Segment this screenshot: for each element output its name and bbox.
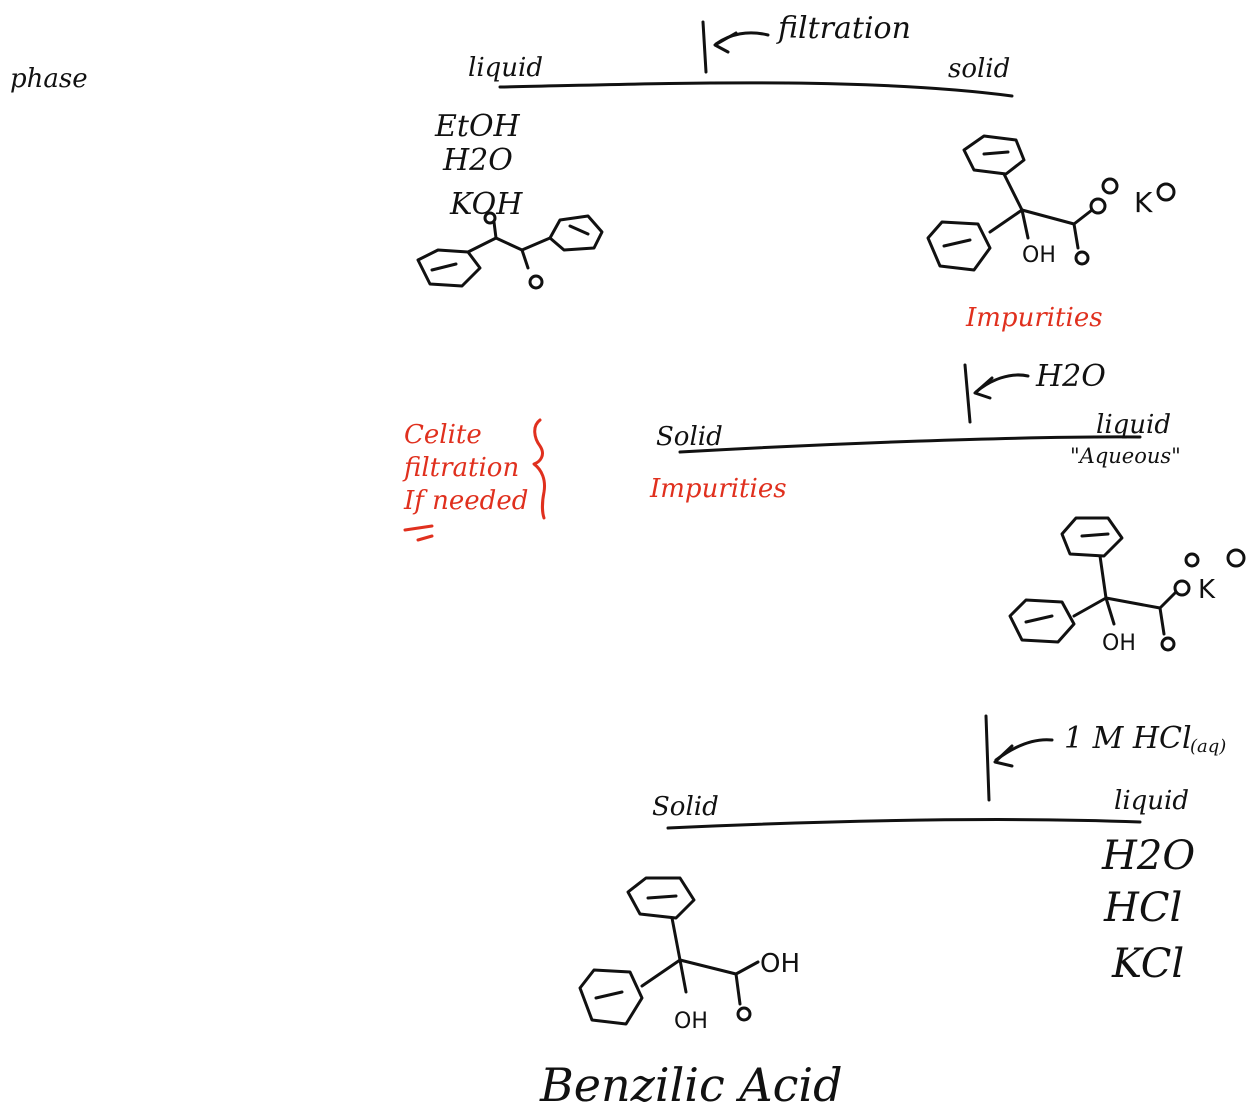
stage2-left-phase: Solid xyxy=(656,422,723,452)
side-note-line-0: Celite xyxy=(404,420,482,450)
if-underline-2 xyxy=(416,534,434,542)
stage1-left-phase: liquid xyxy=(468,53,543,83)
potassium-benzilate-structure-1: OH K xyxy=(924,130,1184,285)
potassium-benzilate-structure-2: OH K xyxy=(1004,512,1250,667)
benzilate-drawing-1: OH K xyxy=(926,134,1176,272)
benzil-ring-right xyxy=(548,214,604,252)
stage1-filter-mark xyxy=(701,20,708,74)
stage1-content-1: H2O xyxy=(443,143,513,178)
stage3-filter-mark xyxy=(984,714,991,802)
benzil-structure xyxy=(410,210,620,315)
phase-note: phase xyxy=(10,64,88,94)
benzilic-acid-structure: OH OH xyxy=(576,868,806,1043)
stage3-content-0: H2O xyxy=(1102,833,1196,879)
stage2-arrow-label: H2O xyxy=(1036,359,1106,394)
side-note-line-2: If needed xyxy=(404,486,529,516)
stage3-left-phase: Solid xyxy=(652,792,719,822)
stage2-arrowhead xyxy=(973,376,994,400)
stage1-arrow-label: filtration xyxy=(778,11,911,46)
stage2-aqueous-label: "Aqueous" xyxy=(1070,444,1181,468)
ring-top xyxy=(962,134,1026,176)
stage2-filter-mark xyxy=(963,363,972,424)
ring-bottom xyxy=(1008,598,1076,644)
svg-text:K: K xyxy=(1198,575,1216,605)
stage1-impurities-note: Impurities xyxy=(966,303,1103,333)
if-underline xyxy=(403,524,434,532)
stage2-right-phase: liquid xyxy=(1096,410,1171,440)
benzilate-drawing-2: OH K xyxy=(1008,516,1246,656)
ring-bottom xyxy=(578,968,644,1026)
svg-text:OH: OH xyxy=(1102,631,1136,656)
stage3-arrowhead xyxy=(993,744,1014,768)
svg-text:OH: OH xyxy=(1022,243,1056,268)
stage3-arrow-label-sub: (aq) xyxy=(1190,736,1227,757)
stage3-arrow-label: 1 M HCl xyxy=(1064,721,1192,756)
stage2-phase-line xyxy=(678,435,1142,454)
benzil-drawing xyxy=(416,211,604,290)
svg-text:OH: OH xyxy=(674,1009,708,1034)
side-note-line-1: filtration xyxy=(404,453,520,483)
stage3-content-2: KCl xyxy=(1112,941,1185,987)
stage3-phase-line xyxy=(666,818,1142,830)
stage1-phase-line xyxy=(498,81,1014,98)
ring-top xyxy=(626,876,696,920)
stage3-content-1: HCl xyxy=(1104,885,1183,931)
stage1-content-0: EtOH xyxy=(435,109,520,144)
svg-text:OH: OH xyxy=(760,949,800,979)
stage2-impurities-note: Impurities xyxy=(650,474,787,504)
stage1-arrowhead xyxy=(713,31,738,54)
ring-bottom xyxy=(926,220,992,272)
side-note-brace xyxy=(532,418,546,520)
stage1-right-phase: solid xyxy=(948,54,1011,84)
stage3-arrow xyxy=(994,738,1054,762)
benzilic-acid-drawing: OH OH xyxy=(578,876,800,1034)
ring-top xyxy=(1060,516,1124,558)
svg-text:K: K xyxy=(1134,186,1153,219)
stage3-right-phase: liquid xyxy=(1114,786,1189,816)
product-label: Benzilic Acid xyxy=(540,1058,843,1112)
benzil-ring-left xyxy=(416,248,482,288)
